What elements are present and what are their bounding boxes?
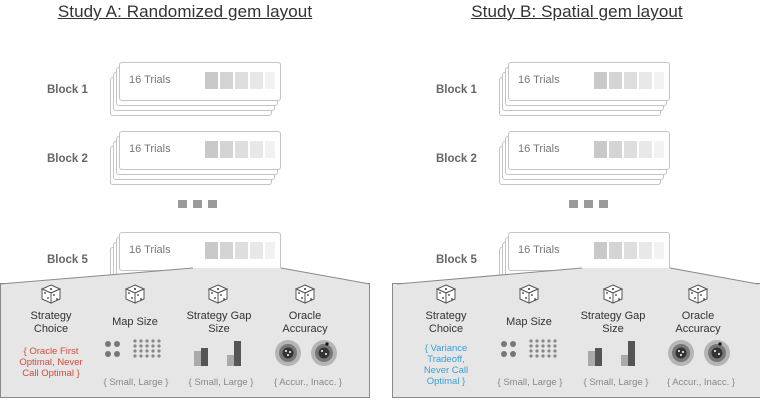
die-icon — [688, 284, 708, 304]
die-icon — [208, 284, 228, 304]
block-2-trials-stack: 16 Trials — [499, 131, 670, 185]
study-a: Study A: Randomized gem layout Block 1 B… — [0, 0, 370, 403]
block-1-trials-stack: 16 Trials — [499, 62, 670, 116]
map-large-grid-icon — [529, 339, 557, 358]
factor-oracle-accuracy-label: Oracle Accuracy — [282, 310, 328, 335]
factor-oracle-accuracy-label: Oracle Accuracy — [675, 310, 721, 335]
block-1-label: Block 1 — [436, 84, 477, 96]
gap-size-levels: { Small, Large } — [188, 377, 254, 388]
oracle-accurate-icon — [668, 340, 694, 366]
gap-size-levels: { Small, Large } — [583, 377, 649, 388]
block-5-label: Block 5 — [436, 254, 477, 266]
oracle-accurate-icon — [275, 340, 301, 366]
factor-gap-size-label: Strategy Gap Size — [580, 310, 646, 335]
strategy-choice-levels: { Oracle First Optimal, Never Call Optim… — [19, 346, 83, 379]
study-b-title: Study B: Spatial gem layout — [471, 2, 683, 21]
die-icon — [41, 284, 61, 304]
block-1-card: 16 Trials — [119, 62, 281, 101]
die-icon — [125, 284, 145, 304]
oracle-accuracy-levels: { Accur., Inacc. } — [666, 377, 736, 388]
oracle-inaccurate-icon — [311, 340, 337, 366]
factor-map-size-label: Map Size — [112, 316, 158, 328]
block-2-label: Block 2 — [47, 153, 88, 165]
map-large-grid-icon — [133, 339, 161, 358]
map-size-icons — [501, 339, 557, 358]
block-5-label: Block 5 — [47, 254, 88, 266]
oracle-icons — [668, 340, 730, 366]
zoom-fan — [0, 267, 370, 285]
block-1-label: Block 1 — [47, 84, 88, 96]
block-2-trials: 16 Trials — [129, 143, 171, 155]
die-icon — [295, 284, 315, 304]
block-2-card: 16 Trials — [508, 131, 670, 170]
block-2-trials: 16 Trials — [518, 143, 560, 155]
study-a-title: Study A: Randomized gem layout — [57, 2, 313, 21]
oracle-icons — [275, 340, 337, 366]
block-2-card: 16 Trials — [119, 131, 281, 170]
block-5-card: 16 Trials — [119, 232, 281, 271]
zoom-fan — [396, 267, 759, 285]
map-size-levels: { Small, Large } — [497, 377, 563, 388]
block-1-card: 16 Trials — [508, 62, 670, 101]
block-1-trials: 16 Trials — [129, 74, 171, 86]
die-icon — [519, 284, 539, 304]
block-2-label: Block 2 — [436, 153, 477, 165]
gap-size-icons — [588, 341, 635, 366]
ellipsis-dots — [178, 200, 218, 208]
block-2-trials-stack: 16 Trials — [110, 131, 281, 185]
gap-size-icons — [194, 341, 241, 366]
map-size-levels: { Small, Large } — [103, 377, 169, 388]
factor-strategy-choice-label: Strategy Choice — [425, 310, 467, 335]
ellipsis-dots — [569, 200, 609, 208]
map-small-grid-icon — [501, 341, 516, 357]
gap-small-bars-icon — [588, 348, 602, 366]
factor-strategy-choice-label: Strategy Choice — [30, 310, 72, 335]
map-size-icons — [105, 339, 161, 358]
block-5-card: 16 Trials — [508, 232, 670, 271]
factor-map-size-label: Map Size — [506, 316, 552, 328]
die-icon — [603, 284, 623, 304]
gap-large-bars-icon — [227, 341, 241, 366]
study-b: Study B: Spatial gem layout Block 1 Bloc… — [392, 0, 760, 403]
gap-small-bars-icon — [194, 348, 208, 366]
block-1-trials-stack: 16 Trials — [110, 62, 281, 116]
strategy-choice-levels: { Variance Tradeoff, Never Call Optimal … — [423, 343, 469, 387]
block-1-trials: 16 Trials — [518, 74, 560, 86]
gap-large-bars-icon — [621, 341, 635, 366]
block-5-trials: 16 Trials — [518, 244, 560, 256]
factor-gap-size-label: Strategy Gap Size — [186, 310, 252, 335]
oracle-inaccurate-icon — [704, 340, 730, 366]
block-5-trials: 16 Trials — [129, 244, 171, 256]
die-icon — [436, 284, 456, 304]
map-small-grid-icon — [105, 341, 120, 357]
oracle-accuracy-levels: { Accur., Inacc. } — [273, 377, 343, 388]
